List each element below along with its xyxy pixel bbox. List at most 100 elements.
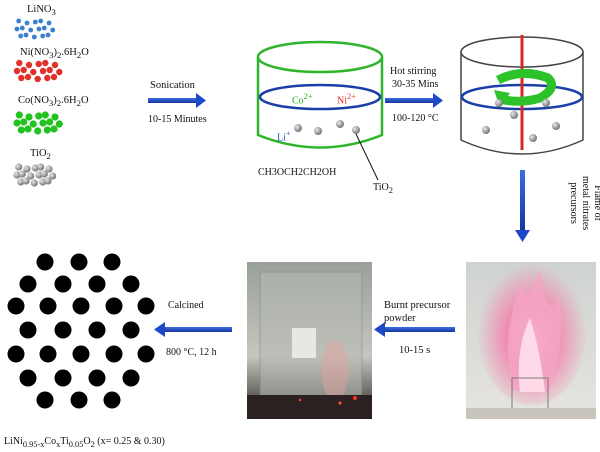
reagent-particle [18, 33, 24, 39]
reagent-particle [37, 163, 45, 171]
product-particle [122, 275, 140, 293]
burnt-time: 10-15 s [399, 345, 431, 356]
reagent-particle [45, 165, 53, 173]
product-particle [72, 345, 90, 363]
reagent-particle [36, 26, 42, 32]
reagent-particle [51, 113, 59, 121]
reagent-particle [39, 67, 47, 75]
reagent-particle [24, 73, 32, 81]
product-particle [70, 391, 88, 409]
reagent-particle [46, 66, 53, 74]
product-particle [103, 253, 121, 271]
reagent-particle [25, 61, 33, 69]
product-particle [137, 345, 155, 363]
reagent-particle [50, 125, 58, 133]
product-particle [105, 345, 123, 363]
reagent-particle [22, 177, 30, 185]
reagent-particle [13, 119, 21, 127]
reagent-particle [49, 172, 57, 180]
reagent-particle [40, 170, 48, 178]
hot-stirring-temp: 100-120 °C [392, 113, 439, 124]
product-note: (x= 0.25 & 0.30) [97, 436, 165, 447]
product-particle [36, 391, 54, 409]
reagent-particle [34, 75, 41, 83]
calcined-conditions: 800 °C, 12 h [166, 347, 217, 358]
reagent-particle [19, 25, 25, 31]
solvent-label: CH3OCH2CH2OH [258, 167, 337, 178]
reagent-particle [46, 118, 54, 126]
reagent-particle [28, 27, 34, 33]
product-particle [19, 275, 37, 293]
burnt-label-line2: powder [384, 313, 416, 324]
co-nitrate-particles [13, 111, 63, 135]
ni-nitrate-particles [13, 59, 63, 83]
reagent-particle [55, 120, 63, 128]
reagent-label-ni: Ni(NO3)2.6H2O [20, 47, 89, 61]
product-particle [122, 321, 140, 339]
arrow-calcined [154, 322, 232, 337]
arrow-sonication [148, 93, 206, 108]
hot-stirring-duration: 30-35 Mins [392, 79, 439, 90]
reagent-particle [16, 59, 23, 67]
reagent-particle [25, 113, 33, 121]
reagent-particle [40, 33, 46, 39]
reagent-particle [24, 20, 30, 26]
reagent-particle [17, 126, 25, 134]
calcined-label: Calcined [168, 300, 204, 311]
flame-label-line1: Flame of [592, 185, 600, 221]
flame-label-line3: precursors [568, 182, 579, 224]
product-particle [54, 369, 72, 387]
reagent-particle [23, 165, 31, 173]
hot-stirring-label: Hot stirring [390, 66, 437, 77]
reagent-particle [15, 111, 23, 119]
solution-beaker [256, 40, 384, 181]
product-particle [88, 275, 106, 293]
arrow-flame [515, 170, 530, 242]
reagent-label-lino3: LiNO3 [27, 4, 56, 18]
reagent-particle [42, 59, 49, 67]
reagent-particle [30, 68, 37, 76]
reagent-particle [15, 163, 23, 171]
reagent-particle [39, 119, 47, 127]
reagent-particle [43, 126, 51, 134]
product-particle [54, 321, 72, 339]
product-particle [88, 369, 106, 387]
reagent-particle [50, 27, 56, 33]
reagent-particle [27, 172, 35, 180]
product-particle [39, 297, 57, 315]
reagent-particle [35, 112, 43, 120]
reagent-particle [18, 170, 26, 178]
product-particle [7, 297, 25, 315]
stirring-arrow-icon [495, 69, 557, 106]
reagent-particle [29, 120, 37, 128]
reagent-particle [41, 25, 47, 31]
reagent-particle [45, 32, 51, 38]
reagent-particle [51, 61, 59, 69]
reagent-particle [56, 68, 63, 76]
ion-co-label: Co2+ [292, 92, 313, 107]
arrow-burnt [374, 322, 455, 337]
product-particle [19, 369, 37, 387]
product-particle [72, 297, 90, 315]
product-formula: LiNi0.95-xCoxTi0.05O2 (x= 0.25 & 0.30) [4, 436, 165, 449]
flame-label-line2: metal nitrates [580, 176, 591, 231]
tio2-pointer-label: TiO2 [373, 182, 393, 195]
sonication-label: Sonication [150, 80, 195, 91]
reagent-particle [34, 127, 42, 135]
product-particle [19, 321, 37, 339]
reagent-particle [18, 74, 25, 82]
flame-photo [466, 255, 596, 419]
reagent-particle [31, 164, 39, 172]
reagent-particle [23, 32, 29, 38]
reagent-particle [46, 20, 52, 26]
product-particle [54, 275, 72, 293]
reagent-particle [16, 18, 22, 24]
product-particle [7, 345, 25, 363]
product-particle [88, 321, 106, 339]
reagent-particle [32, 19, 38, 25]
reagent-particle [13, 67, 21, 75]
reagent-label-tio2: TiO2 [30, 148, 51, 162]
product-particle [36, 253, 54, 271]
product-particle [137, 297, 155, 315]
